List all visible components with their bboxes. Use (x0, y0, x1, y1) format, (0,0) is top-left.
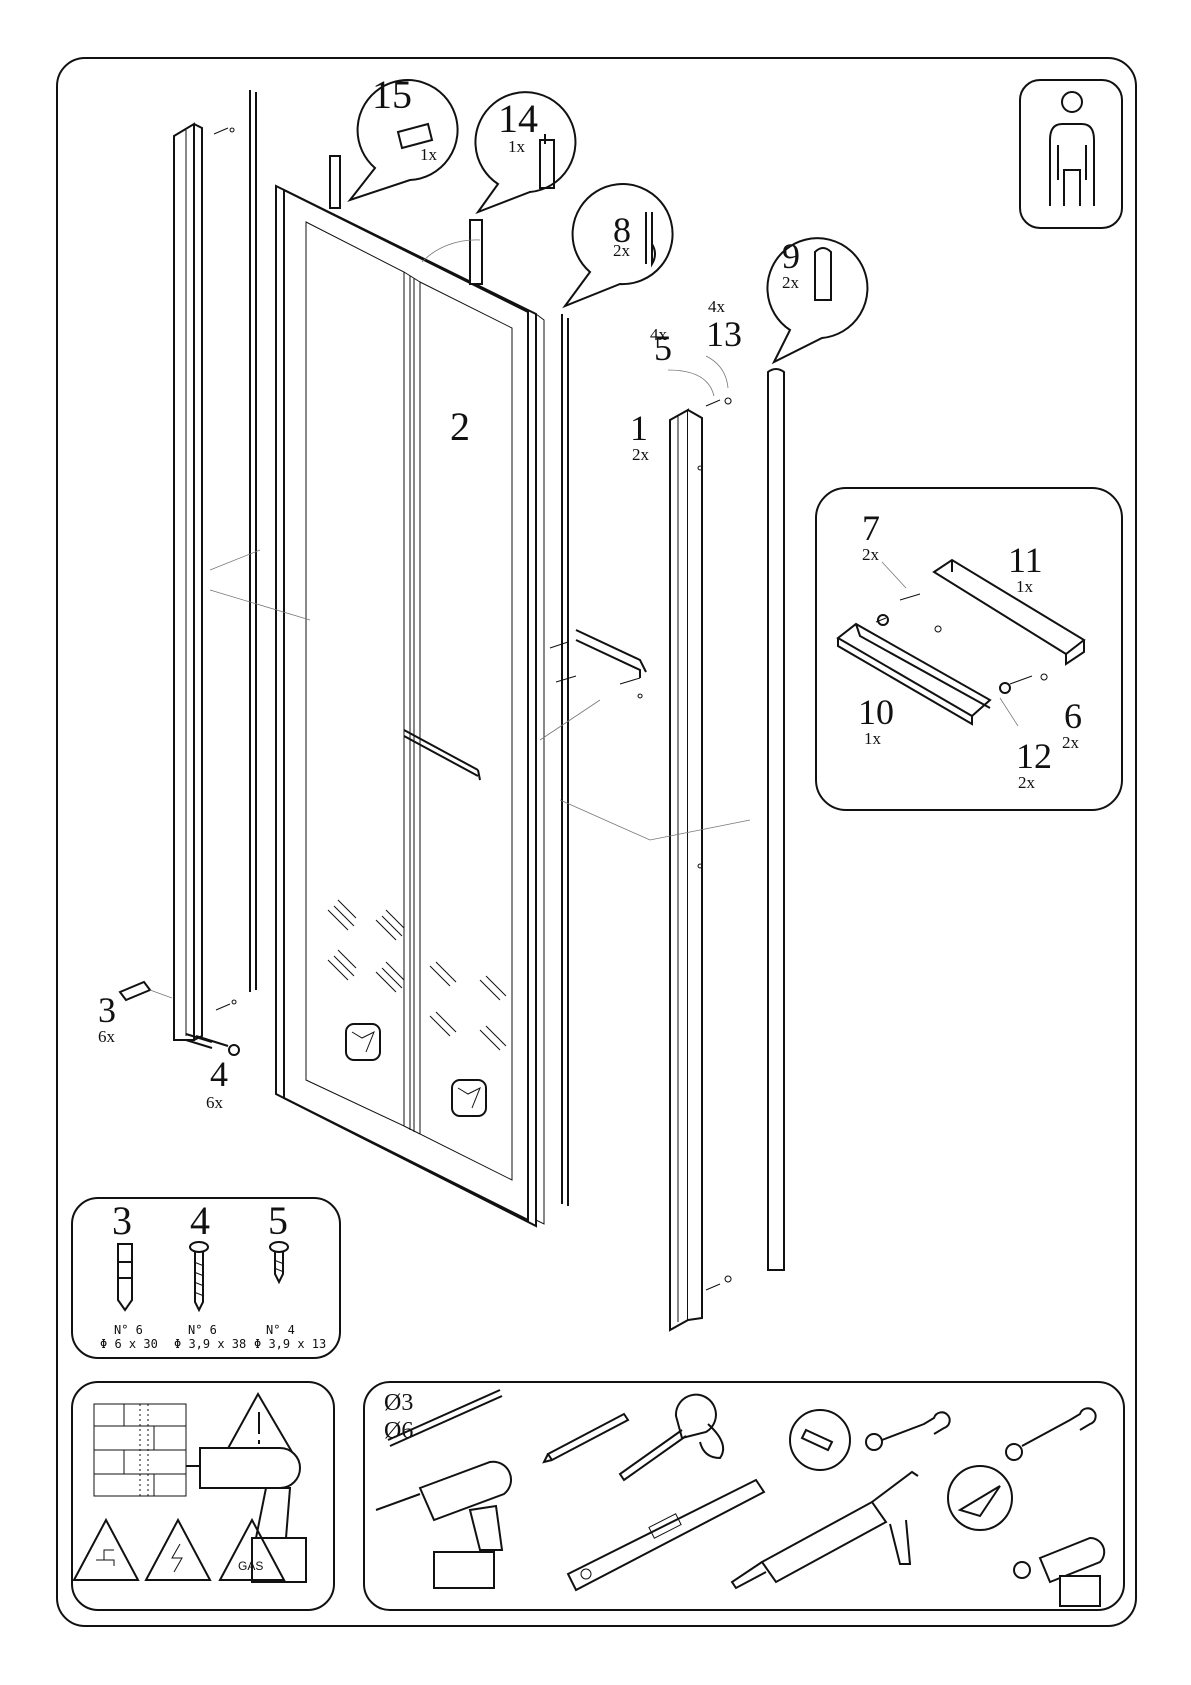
part-3-number: 3 (98, 990, 116, 1030)
fastener-5-number: 5 (268, 1198, 288, 1243)
part-3-qty: 6x (98, 1027, 116, 1046)
handle-parts-exploded (540, 630, 646, 740)
water-pipe-warning-icon (74, 1520, 138, 1580)
part-2-number: 2 (450, 404, 470, 449)
part-12-number: 12 (1016, 736, 1052, 776)
callout-14: 14 1x (475, 92, 575, 212)
gas-label: GAS (238, 1559, 263, 1573)
callout-14-number: 14 (498, 96, 538, 141)
callout-15-qty: 1x (420, 145, 438, 164)
left-screws (214, 128, 236, 1010)
tools-box (364, 1382, 1124, 1610)
part-10-qty: 1x (864, 729, 882, 748)
part-6-number: 6 (1064, 696, 1082, 736)
flat-screwdriver-icon (790, 1410, 950, 1470)
spirit-level-icon (568, 1480, 764, 1590)
part-7-qty: 2x (862, 545, 880, 564)
left-seal-strip (250, 90, 256, 992)
electric-warning-icon (146, 1520, 210, 1580)
callout-9: 9 2x (767, 236, 867, 362)
phillips-screwdriver-icon (948, 1408, 1104, 1606)
part-5-qty: 4x (650, 325, 668, 344)
part-10-number: 10 (858, 692, 894, 732)
drill-bit-size-1: Ø3 (384, 1390, 413, 1416)
drill-icon (376, 1462, 511, 1588)
callout-15-number: 15 (372, 72, 412, 117)
fastener-3-number: 3 (112, 1198, 132, 1243)
fastener-4-number: 4 (190, 1198, 210, 1243)
part-11-number: 11 (1008, 540, 1043, 580)
fastener-3-spec1: N° 6 (114, 1323, 143, 1337)
one-person-icon (1020, 80, 1122, 228)
fastener-3-spec2: Φ 6 x 30 (100, 1337, 158, 1351)
fastener-4-spec1: N° 6 (188, 1323, 217, 1337)
tape-measure-icon (620, 1395, 723, 1480)
door-panel: 2 (276, 156, 544, 1226)
part-1-number: 1 (630, 408, 648, 448)
part-11-qty: 1x (1016, 577, 1034, 596)
pencil-icon (544, 1414, 628, 1462)
callout-15: 15 1x (350, 72, 458, 200)
drill-bit-size-2: Ø6 (384, 1418, 413, 1444)
callout-8-qty: 2x (613, 241, 631, 260)
center-seal-strip (562, 314, 568, 1206)
fastener-5-spec1: N° 4 (266, 1323, 295, 1337)
exclamation-warning-icon (226, 1394, 292, 1452)
callout-9-number: 9 (782, 236, 800, 276)
callout-14-qty: 1x (508, 137, 526, 156)
fastener-4-spec2: Φ 3,9 x 38 (174, 1337, 246, 1351)
part-4-number: 4 (210, 1054, 228, 1094)
part-13-number: 13 (706, 314, 742, 354)
tiled-wall (94, 1404, 186, 1496)
part-13-qty: 4x (708, 297, 726, 316)
part-4-qty: 6x (206, 1093, 224, 1112)
fastener-5-spec2: Φ 3,9 x 13 (254, 1337, 326, 1351)
part-12-qty: 2x (1018, 773, 1036, 792)
left-wall-profile (174, 124, 202, 1040)
callout-8: 8 2x (565, 184, 673, 306)
callout-9-qty: 2x (782, 273, 800, 292)
part-1-qty: 2x (632, 445, 650, 464)
part-7-number: 7 (862, 508, 880, 548)
part-6-qty: 2x (1062, 733, 1080, 752)
warning-box: GAS (72, 1382, 334, 1610)
right-seal-profile (768, 369, 784, 1270)
right-wall-profile (670, 410, 702, 1330)
